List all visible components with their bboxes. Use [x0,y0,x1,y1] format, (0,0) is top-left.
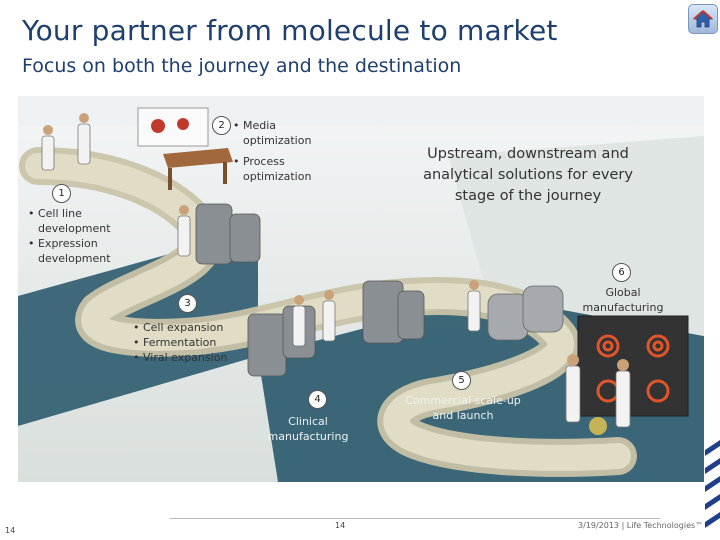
step-2-bullet-media: • Media optimization [233,119,312,147]
footer-date-company: 3/19/2013 | Life Technologies™ [578,521,704,530]
slide-number-left: 14 [5,526,16,535]
step-5-label: Commercial scale-up and launch [405,394,521,422]
tagline-text: Upstream, downstream and analytical solu… [423,146,633,204]
step-3-bullets: • Cell expansion • Fermentation • Viral … [133,320,253,365]
step-4-label: Clinical manufacturing [267,415,349,443]
step-2-bullets: • Media optimization • Process optimizat… [233,118,343,184]
step-1-marker: 1 [52,184,71,203]
home-icon [692,10,714,28]
footer-divider [170,518,660,519]
step-3-bullet-viral-expansion: • Viral expansion [133,351,228,364]
step-1-bullet-expression: • Expression development [28,237,111,265]
corner-pattern-decoration [705,440,720,528]
step-2-bullet-process: • Process optimization [233,155,312,183]
slide-number-center: 14 [335,521,346,530]
journey-artwork [18,96,704,482]
step-3-marker: 3 [178,294,197,313]
slide-subtitle: Focus on both the journey and the destin… [22,55,462,77]
step-1-bullet-cell-line: • Cell line development [28,207,111,235]
journey-illustration: 2 • Media optimization • Process optimiz… [18,96,704,482]
step-1-bullets: • Cell line development • Expression dev… [28,206,138,266]
home-button[interactable] [688,4,718,34]
slide-title: Your partner from molecule to market [22,14,558,47]
step-3-bullet-cell-expansion: • Cell expansion [133,321,224,334]
step-3-bullet-fermentation: • Fermentation [133,336,217,349]
step-5-marker: 5 [452,371,471,390]
step-6-label: Global manufacturing [582,286,664,314]
step-2-marker: 2 [212,116,231,135]
step-4-marker: 4 [308,390,327,409]
step-6-marker: 6 [612,263,631,282]
